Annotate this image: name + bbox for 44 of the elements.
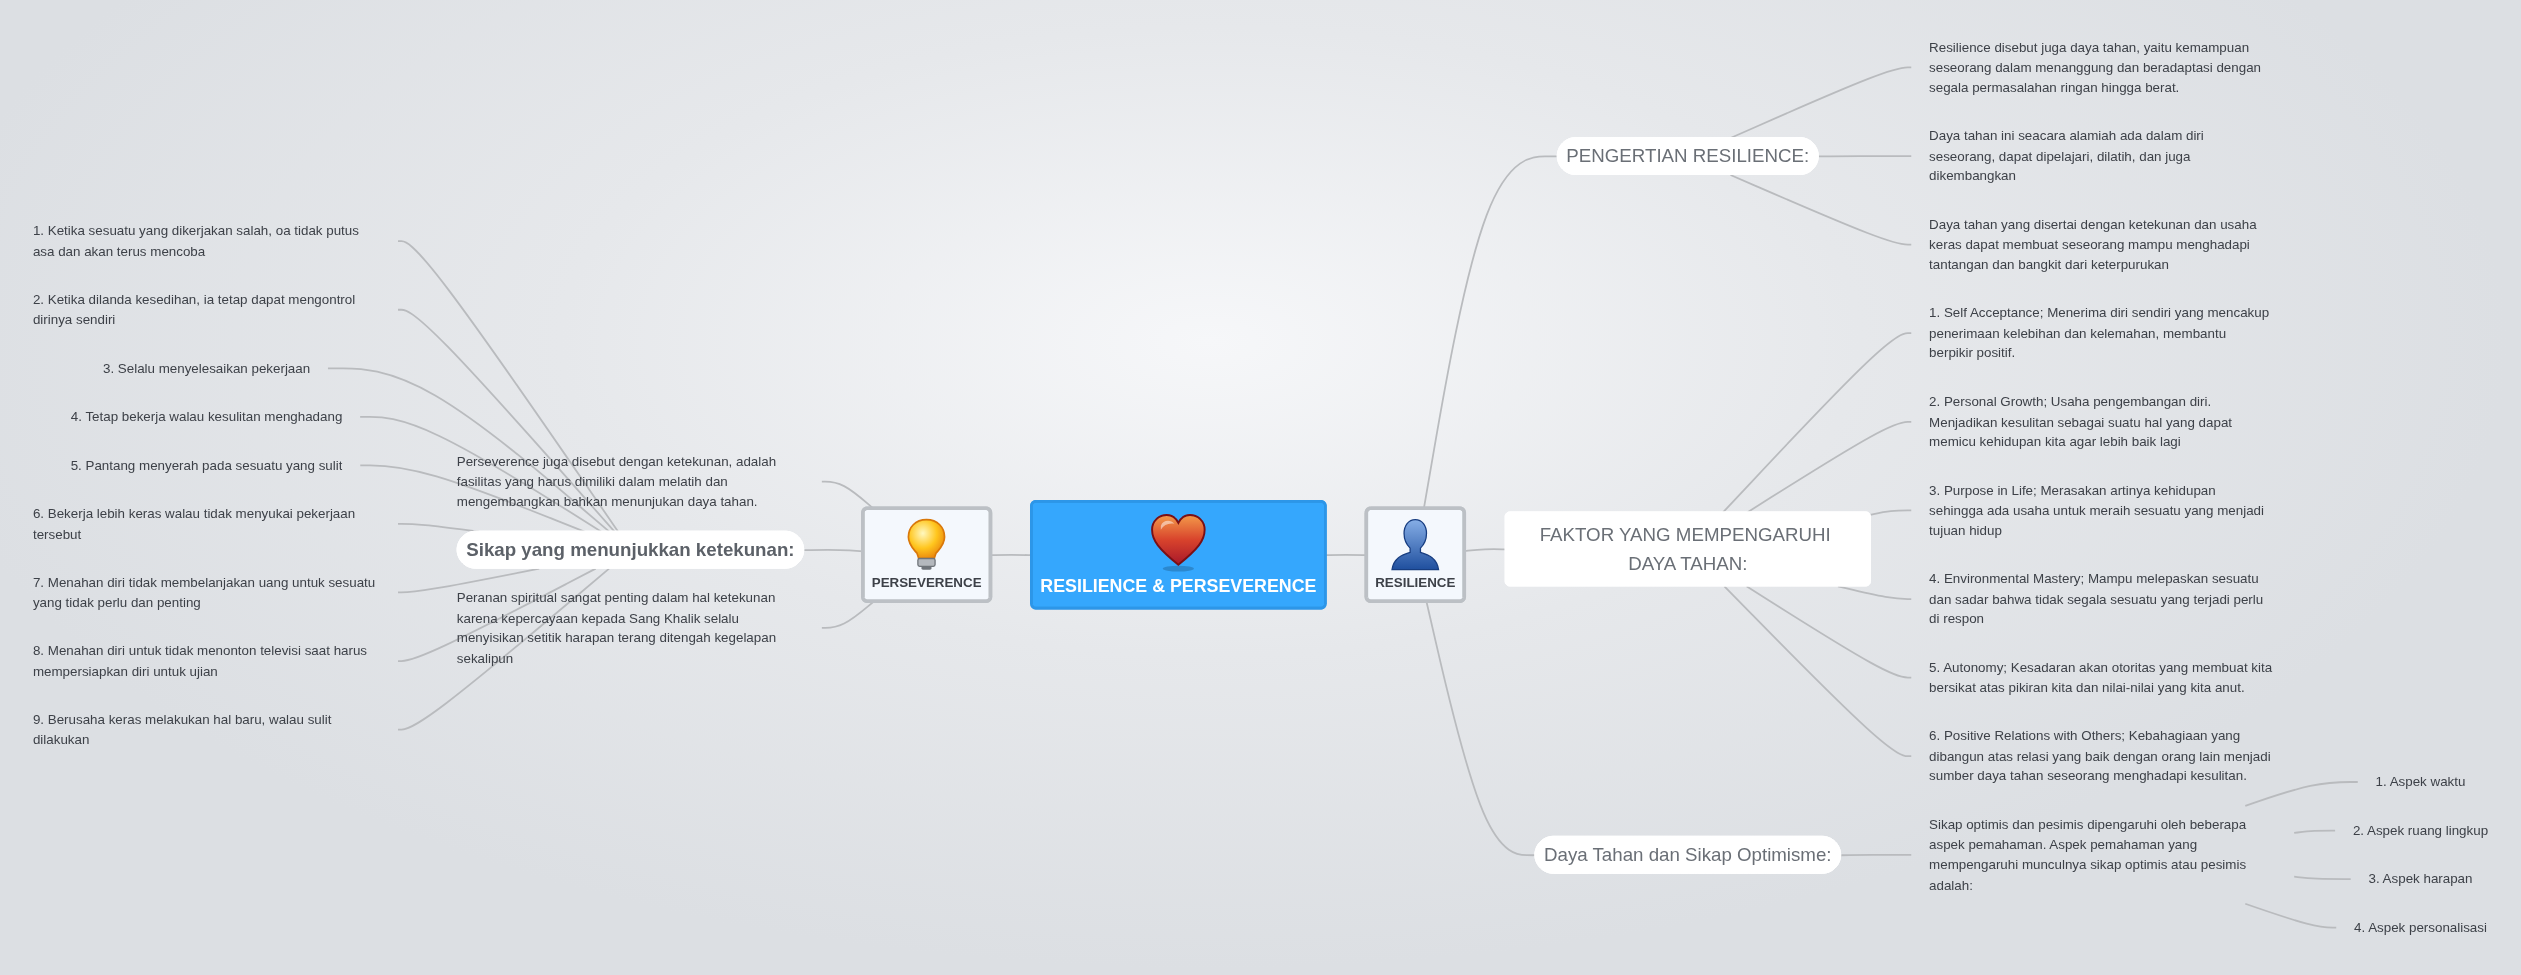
node-text: Daya tahan ini seacara alamiah ada dalam diri seseorang, dapat dipelajari, dilatih, dan juga dikembangkan [1929, 127, 2204, 183]
connector [1745, 585, 1913, 679]
connector [2244, 781, 2359, 807]
node-text: 3. Aspek harapan [2368, 870, 2473, 886]
node-text: 6. Positive Relations with Others; Kebahagiaan yang dibangun atas relasi yang baik dengan orang lain menjadi sumber daya tahan seseorang menghadapi kesulitan. [1929, 727, 2271, 784]
connector [1869, 509, 1913, 516]
connector [397, 240, 620, 533]
node-text: 3. Selalu menyelesaikan pekerjaan [102, 360, 311, 376]
connector [397, 308, 616, 533]
connector [359, 464, 586, 533]
node-text: 8. Menahan diri untuk tidak menonton televisi saat harus mempersiapkan diri untuk ujian [32, 642, 368, 678]
node-text: 4. Environmental Mastery; Mampu melepaskan sesuatu dan sadar bahwa tidak segala sesuatu yang terjadi perlu di respon [1929, 570, 2264, 626]
connector [1722, 332, 1913, 514]
node-text: Sikap optimis dan pesimis dipengaruhi oleh beberapa aspek pemahaman. Aspek pemahaman yang mempengaruhi munculnya sikap optimis atau pesimis adalah: [1929, 816, 2247, 892]
connector [1729, 174, 1913, 246]
connector [1837, 585, 1913, 600]
connector [1723, 585, 1913, 758]
node-text: 1. Ketika sesuatu yang dikerjakan salah, oa tidak putus asa dan akan terus mencoba [32, 222, 359, 259]
connector [2244, 902, 2338, 929]
node-text: Peranan spiritual sangat penting dalam hal ketekunan karena kepercayaan kepada Sang Khalik selalu menyisikan setitik harapan terang ditengah kegelapan sekalipun [456, 589, 777, 665]
node-text: 4. Tetap bekerja walau kesulitan menghadang [70, 408, 343, 424]
connector [2293, 875, 2352, 880]
node-text: 7. Menahan diri tidak membelanjakan uang untuk sesuatu yang tidak perlu dan penting [32, 574, 376, 610]
node-text: Perseverence juga disebut dengan ketekunan, adalah fasilitas yang harus dimiliki dalam melatih dan mengembangkan bahkan menunjukan daya tahan. [456, 453, 777, 509]
node-text: 1. Self Acceptance; Menerima diri sendiri yang mencakup penerimaan kelebihan dan kelemahan, membantu berpikir positif. [1929, 304, 2270, 361]
node-text: Resilience disebut juga daya tahan, yaitu kemampuan seseorang dalam menanggung dan beradaptasi dengan segala permasalahan ringan hingga berat. [1929, 39, 2262, 95]
node-text: 5. Pantang menyerah pada sesuatu yang sulit [70, 457, 343, 473]
node-text: 6. Bekerja lebih keras walau tidak menyukai pekerjaan tersebut [32, 505, 356, 541]
node-text: 2. Ketika dilanda kesedihan, ia tetap dapat mengontrol dirinya sendiri [32, 291, 356, 327]
node-text: 2. Personal Growth; Usaha pengembangan diri. Menjadikan kesulitan sebagai suatu hal yang dapat memicu kehidupan kita agar lebih baik lagi [1929, 393, 2233, 449]
node-text: 1. Aspek waktu [2375, 773, 2466, 789]
connector [327, 367, 611, 533]
connector [397, 567, 610, 731]
node-text: 3. Purpose in Life; Merasakan artinya kehidupan sehingga ada usaha untuk meraih sesuatu yang menjadi tujuan hidup [1929, 482, 2264, 538]
node-text: 4. Aspek personalisasi [2354, 919, 2487, 935]
node-text: Daya tahan yang disertai dengan ketekunan dan usaha keras dapat membuat seseorang mampu menghadapi tantangan dan bangkit dari keterpurukan [1929, 216, 2257, 272]
node-text: 2. Aspek ruang lingkup [2352, 822, 2489, 838]
connector [2293, 829, 2336, 834]
connector [1840, 853, 1913, 857]
node-text: 5. Autonomy; Kesadaran akan otoritas yang membuat kita bersikat atas pikiran kita dan nilai-nilai yang kita anut. [1929, 659, 2273, 695]
connector [359, 415, 603, 533]
node-text: 9. Berusaha keras melakukan hal baru, walau sulit dilakukan [32, 711, 332, 747]
connector [397, 567, 597, 662]
connector [1817, 155, 1913, 158]
